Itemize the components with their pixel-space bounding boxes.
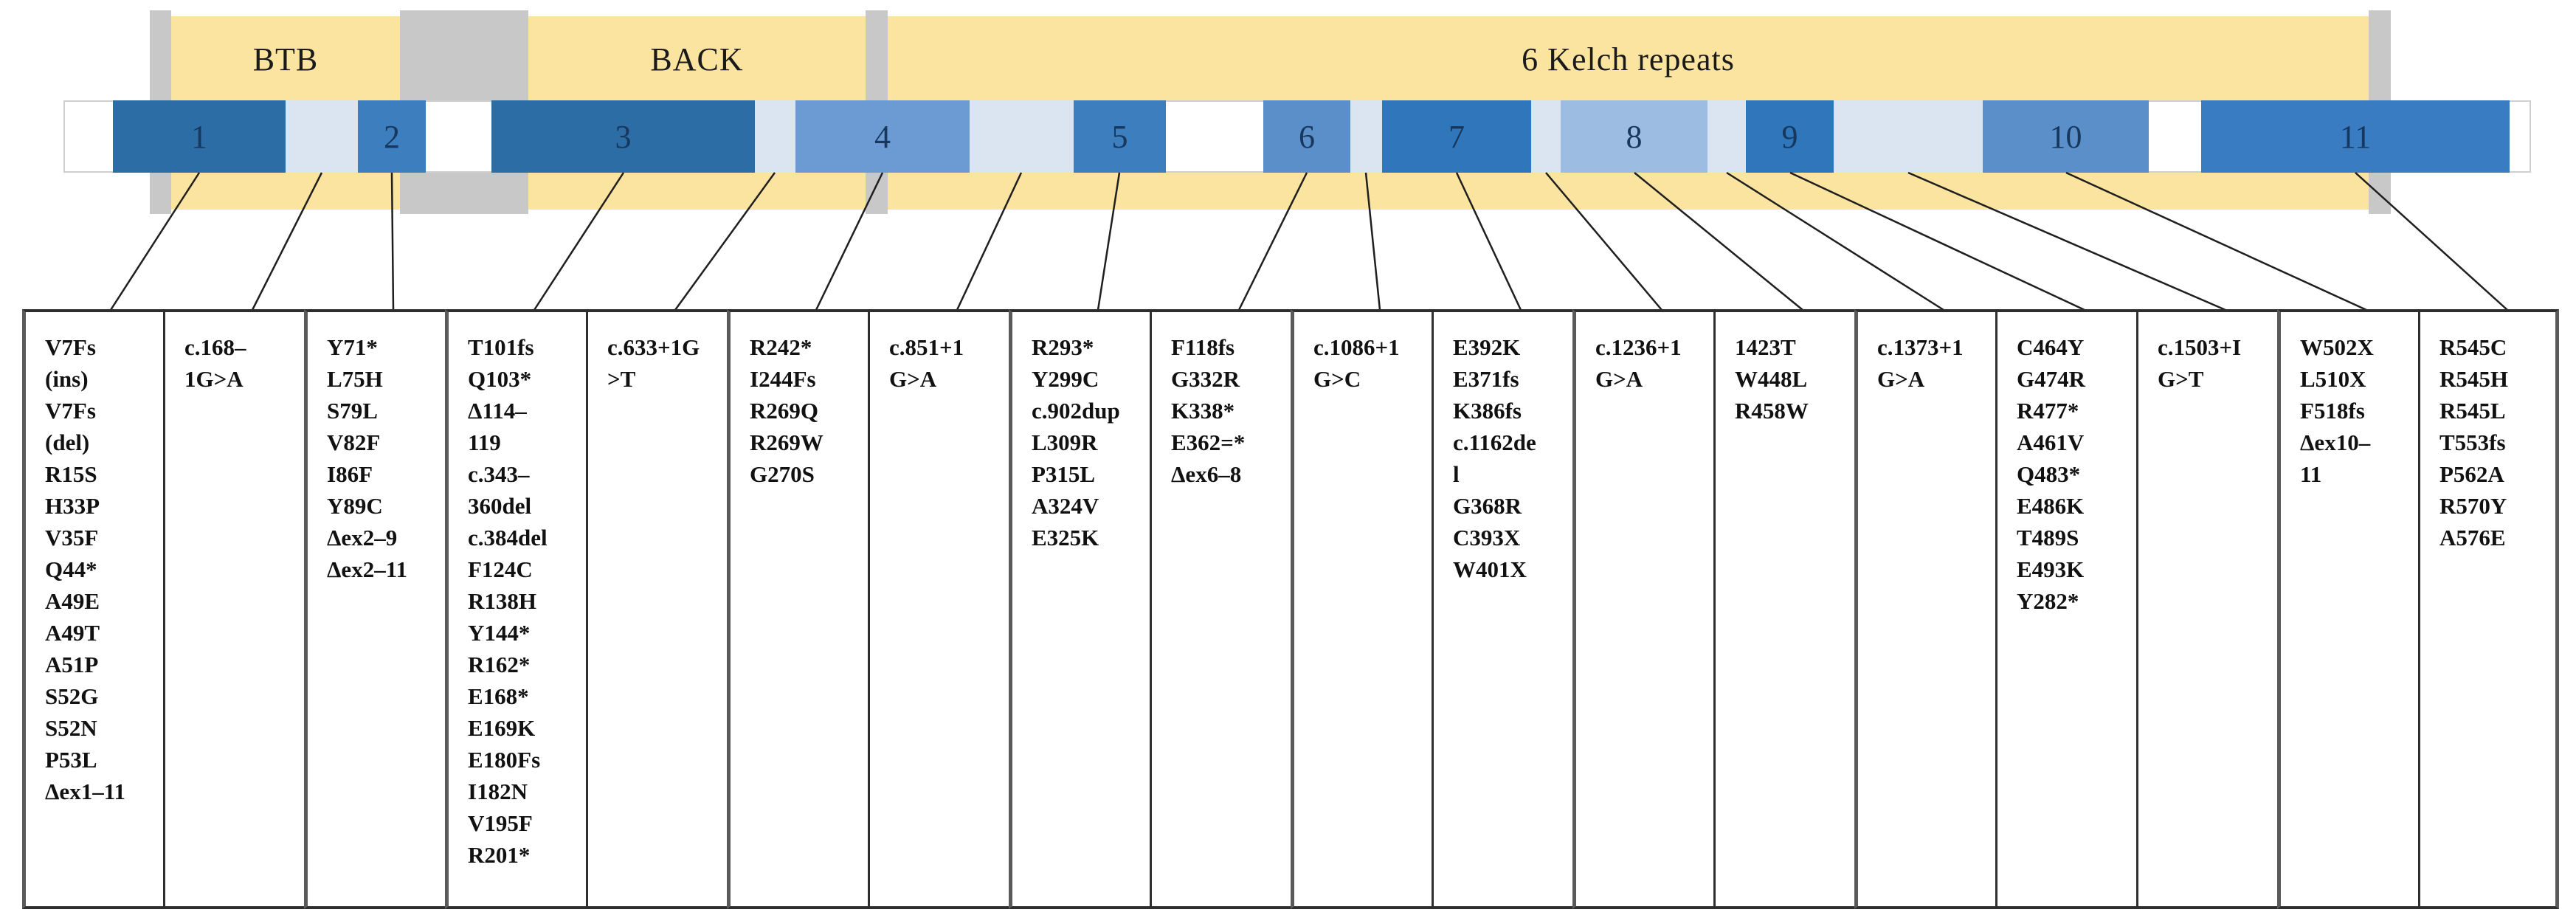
exon-box-6: 6: [1263, 100, 1350, 173]
domain-label-btb: BTB: [252, 41, 319, 77]
mutation-box-3: Y71* L75H S79L V82F I86F Y89C Δex2–9 Δex…: [304, 309, 445, 909]
mutation-box-6: R242* I244Fs R269Q R269W G270S: [727, 309, 868, 909]
exon-box-2: 2: [358, 100, 426, 173]
exon-box-11: 11: [2201, 100, 2510, 173]
exon-box-3: 3: [491, 100, 755, 173]
exon-box-8: 8: [1561, 100, 1707, 173]
mutation-box-15: C464Y G474R R477* A461V Q483* E486K T489…: [1995, 309, 2136, 909]
exon-box-7: 7: [1382, 100, 1531, 173]
mutation-list-5: c.633+1G >T: [607, 334, 700, 392]
mutation-list-16: c.1503+I G>T: [2158, 334, 2242, 392]
exon-box-10: 10: [1983, 100, 2149, 173]
inter-exon-segment-4-5: [970, 100, 1074, 173]
exon-label-11: 11: [2339, 118, 2372, 155]
exon-label-6: 6: [1299, 118, 1315, 155]
exon-label-5: 5: [1111, 118, 1128, 155]
mutation-box-8: R293* Y299C c.902dup L309R P315L A324V E…: [1009, 309, 1150, 909]
mutation-box-17: W502X L510X F518fs Δex10– 11: [2277, 309, 2418, 909]
mutation-list-17: W502X L510X F518fs Δex10– 11: [2300, 334, 2374, 487]
mutation-list-10: c.1086+1 G>C: [1313, 334, 1400, 392]
mutation-box-1: V7Fs (ins) V7Fs (del) R15S H33P V35F Q44…: [22, 309, 163, 909]
inter-exon-segment-9-10: [1834, 100, 1983, 173]
mutation-box-4: T101fs Q103* Δ114– 119 c.343– 360del c.3…: [445, 309, 586, 909]
mutation-list-15: C464Y G474R R477* A461V Q483* E486K T489…: [2017, 334, 2085, 614]
exon-label-4: 4: [874, 118, 891, 155]
mutation-box-18: R545C R545H R545L T553fs P562A R570Y A57…: [2418, 309, 2559, 909]
mutation-list-12: c.1236+1 G>A: [1595, 334, 1682, 392]
exon-label-1: 1: [191, 118, 207, 155]
exon-box-9: 9: [1746, 100, 1834, 173]
domain-label-kelch: 6 Kelch repeats: [1522, 41, 1735, 77]
inter-exon-segment-1-2: [286, 100, 358, 173]
mutation-list-6: R242* I244Fs R269Q R269W G270S: [750, 334, 823, 487]
exon-label-2: 2: [384, 118, 400, 155]
exon-label-9: 9: [1781, 118, 1798, 155]
mutation-box-11: E392K E371fs K386fs c.1162de l G368R C39…: [1432, 309, 1572, 909]
mutation-box-2: c.168– 1G>A: [163, 309, 304, 909]
mutation-box-16: c.1503+I G>T: [2136, 309, 2277, 909]
mutation-list-14: c.1373+1 G>A: [1877, 334, 1964, 392]
inter-exon-segment-8-9: [1707, 100, 1746, 173]
mutation-list-11: E392K E371fs K386fs c.1162de l G368R C39…: [1453, 334, 1536, 582]
exon-box-5: 5: [1074, 100, 1166, 173]
mutation-box-13: 1423T W448L R458W: [1713, 309, 1854, 909]
mutation-box-12: c.1236+1 G>A: [1572, 309, 1713, 909]
domain-label-back: BACK: [650, 41, 744, 77]
mutation-box-9: F118fs G332R K338* E362=* Δex6–8: [1150, 309, 1291, 909]
mutation-box-7: c.851+1 G>A: [868, 309, 1009, 909]
inter-exon-segment-3-4: [755, 100, 795, 173]
exon-box-4: 4: [795, 100, 970, 173]
exon-label-7: 7: [1448, 118, 1465, 155]
mutation-box-14: c.1373+1 G>A: [1854, 309, 1995, 909]
mutation-box-5: c.633+1G >T: [586, 309, 727, 909]
mutation-list-1: V7Fs (ins) V7Fs (del) R15S H33P V35F Q44…: [45, 334, 125, 804]
mutation-list-3: Y71* L75H S79L V82F I86F Y89C Δex2–9 Δex…: [327, 334, 407, 582]
mutation-list-13: 1423T W448L R458W: [1735, 334, 1809, 424]
mutation-list-7: c.851+1 G>A: [889, 334, 964, 392]
inter-exon-segment-6-7: [1350, 100, 1382, 173]
exon-label-8: 8: [1626, 118, 1643, 155]
mutation-box-10: c.1086+1 G>C: [1291, 309, 1432, 909]
mutation-list-18: R545C R545H R545L T553fs P562A R570Y A57…: [2439, 334, 2508, 551]
mutation-list-2: c.168– 1G>A: [184, 334, 246, 392]
mutation-list-8: R293* Y299C c.902dup L309R P315L A324V E…: [1032, 334, 1120, 551]
exon-box-1: 1: [113, 100, 286, 173]
exon-label-10: 10: [2049, 118, 2082, 155]
exon-label-3: 3: [615, 118, 632, 155]
mutation-list-4: T101fs Q103* Δ114– 119 c.343– 360del c.3…: [468, 334, 548, 868]
mutation-list-9: F118fs G332R K338* E362=* Δex6–8: [1171, 334, 1246, 487]
inter-exon-segment-7-8: [1531, 100, 1561, 173]
